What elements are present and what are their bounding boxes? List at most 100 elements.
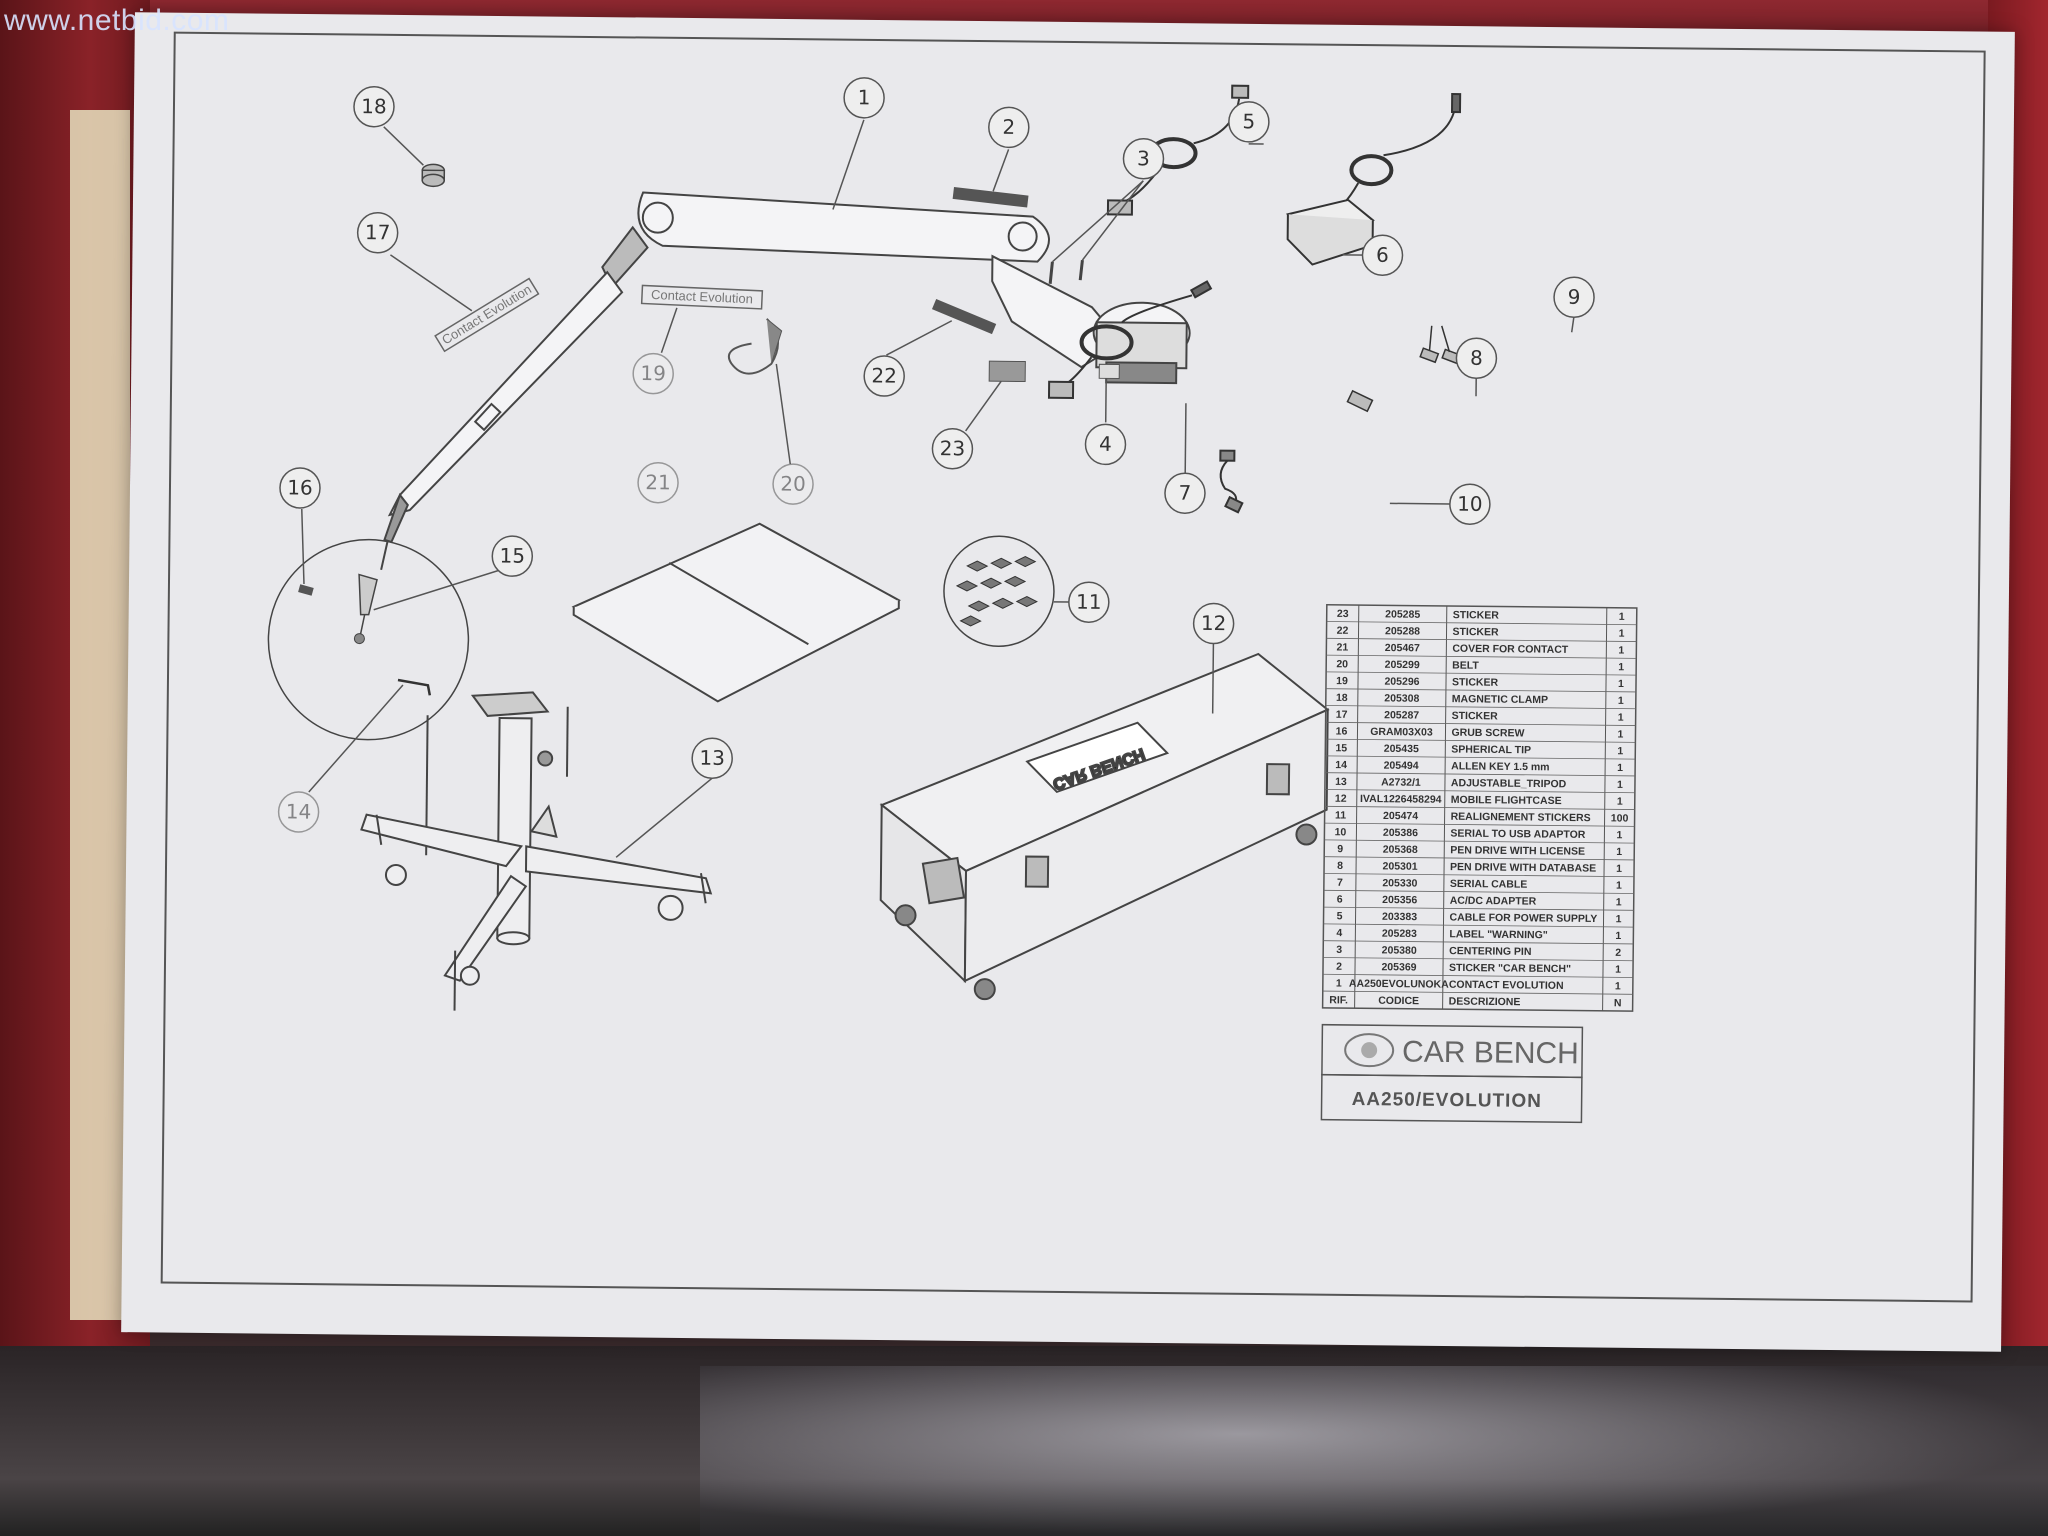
table-cell: 1 [1616,880,1622,892]
table-cell: BELT [1452,660,1479,672]
table-cell: 205330 [1382,877,1417,889]
table-cell: 1 [1617,779,1623,791]
svg-text:20: 20 [780,471,806,495]
table-cell: 4 [1336,927,1342,939]
table-cell: 205435 [1384,743,1419,755]
pen-drive-license [1419,325,1462,365]
callout-16: 16 [279,467,321,509]
callout-17: 17 [356,211,399,254]
table-cell: 20 [1336,658,1348,670]
table-cell: CABLE FOR POWER SUPPLY [1449,912,1597,926]
svg-text:10: 10 [1457,492,1483,516]
svg-text:13: 13 [699,746,725,770]
table-cell: IVAL1226458294 [1360,793,1442,806]
adhesive-tape [70,110,130,1320]
svg-text:22: 22 [871,363,897,387]
table-cell: 205287 [1384,709,1419,721]
table-cell: CONTACT EVOLUTION [1449,979,1564,992]
callout-6: 6 [1361,234,1404,277]
table-cell: 19 [1336,675,1348,687]
svg-text:12: 12 [1201,611,1227,635]
table-cell: 205369 [1381,961,1416,973]
svg-text:11: 11 [1076,590,1102,614]
sticker-contact-evolution-17: Contact Evolution [434,277,540,353]
table-cell: 205474 [1383,810,1418,822]
magnetic-clamp [421,163,446,188]
tip-detail-circle [267,538,470,741]
callout-23: 23 [931,428,974,470]
table-cell: 205283 [1382,928,1417,940]
svg-text:3: 3 [1137,146,1150,170]
callout-22: 22 [863,355,905,397]
table-cell: 205296 [1384,676,1419,688]
callout-14: 14 [277,791,320,833]
table-cell: 1 [1619,628,1625,640]
table-cell: 21 [1336,642,1348,654]
callout-21: 21 [637,461,679,504]
table-cell: 1 [1619,611,1625,623]
table-cell: ALLEN KEY 1.5 mm [1451,760,1550,773]
table-cell: 1 [1615,980,1621,992]
table-cell: 8 [1337,860,1343,872]
table-cell: 205299 [1385,659,1420,671]
svg-text:2: 2 [1002,115,1015,139]
table-cell: 1 [1617,796,1623,808]
sticker-22 [931,298,997,335]
svg-text:Contact Evolution: Contact Evolution [439,282,534,348]
centering-pins [1048,259,1084,284]
ac-dc-adapter [1285,92,1462,266]
serial-cable [1047,280,1213,400]
contact-cover [571,522,901,703]
table-cell: 1 [1616,829,1622,841]
pen-drive-database [1346,389,1374,413]
table-cell: 17 [1336,709,1348,721]
table-cell: PEN DRIVE WITH LICENSE [1450,844,1585,857]
table-cell: 205380 [1382,944,1417,956]
table-cell: 15 [1335,742,1347,754]
table-cell: 6 [1337,894,1343,906]
table-cell: SERIAL TO USB ADAPTOR [1450,828,1585,841]
realignment-stickers-circle [943,535,1055,648]
plastic-bag [700,1366,2048,1536]
belt-strap [766,318,783,365]
callout-11: 11 [1068,581,1110,623]
table-cell: 13 [1335,776,1347,788]
table-cell: 1 [1615,964,1621,976]
table-cell: 1 [1618,644,1624,656]
callout-1: 1 [843,77,885,119]
table-cell: 205288 [1385,625,1420,637]
table-cell: 9 [1337,843,1343,855]
svg-text:14: 14 [286,799,312,823]
exploded-view-diagram: Contact Evolution Contact Evolution [160,31,1986,1303]
callout-13: 13 [691,737,733,780]
table-cell: 1 [1616,896,1622,908]
table-cell: ADJUSTABLE_TRIPOD [1451,777,1567,790]
callout-10: 10 [1449,483,1491,525]
table-row: 13 A2732/1 ADJUSTABLE_TRIPOD 1 [1335,776,1623,791]
table-cell: A2732/1 [1381,776,1421,788]
table-cell: 203383 [1382,911,1417,923]
table-cell: STICKER [1452,710,1499,722]
callout-15: 15 [491,535,534,577]
table-cell: 1 [1618,695,1624,707]
table-cell: 5 [1337,910,1343,922]
table-cell: MOBILE FLIGHTCASE [1451,794,1562,807]
callout-3: 3 [1122,138,1165,180]
table-row: 20 205299 BELT 1 [1336,658,1624,673]
table-cell: 1 [1617,762,1623,774]
warning-label [1098,363,1120,380]
table-cell: 18 [1336,692,1348,704]
table-cell: STICKER [1453,609,1500,621]
table-cell: 1 [1618,661,1624,673]
